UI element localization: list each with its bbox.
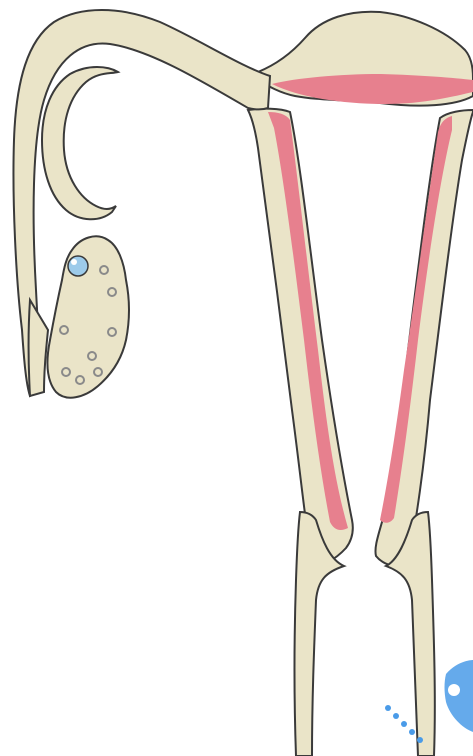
ovary <box>48 236 129 397</box>
fimbria <box>42 67 118 219</box>
egg-nucleus <box>71 259 77 265</box>
ovarian-ligament <box>29 300 49 396</box>
egg-cell <box>68 256 88 276</box>
